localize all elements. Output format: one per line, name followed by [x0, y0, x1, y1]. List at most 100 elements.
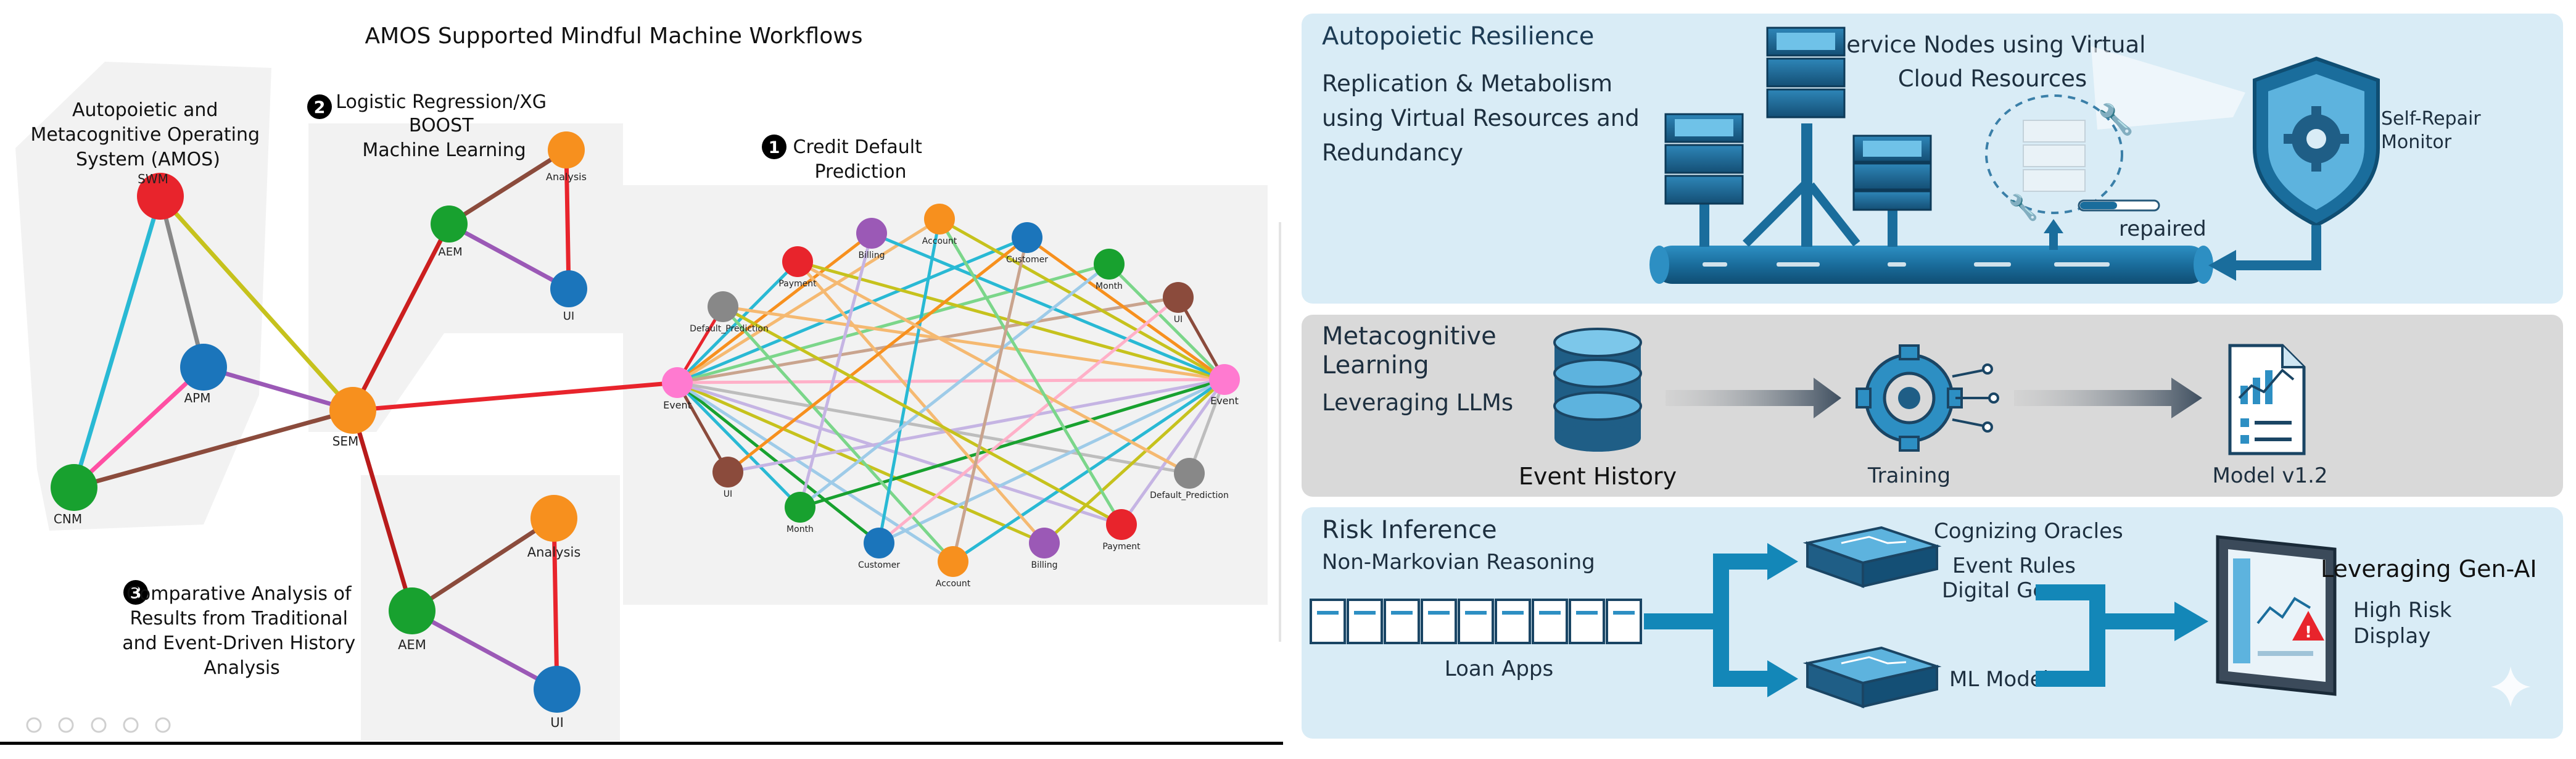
zoom-icon[interactable] [123, 717, 139, 733]
arrow-branch-up-head [1767, 543, 1798, 580]
panel-2-title-line-2: Learning [1322, 351, 1429, 380]
ring-edge [727, 236, 1028, 473]
server-unit [1852, 190, 1932, 211]
connector-branch-right [1807, 182, 1860, 247]
monitor-return-arrow [2230, 225, 2321, 270]
ring-node-customer-top-label: Customer [1006, 255, 1048, 265]
slide-toolbar[interactable] [26, 717, 171, 733]
data-pipe-left-cap [1649, 246, 1669, 284]
panel-autopoietic-resilience: Autopoietic Resilience Replication & Met… [1302, 14, 2563, 304]
loan-doc-line [1539, 611, 1561, 615]
sec2-label: Logistic Regression/XG BOOST Machine Lea… [336, 91, 552, 161]
amos-edges [72, 148, 678, 692]
ring-edge [878, 296, 1179, 544]
node-analysis-bot [530, 495, 577, 542]
database-top [1553, 328, 1642, 357]
node-ui-top [550, 270, 587, 307]
ring-node-default-prediction-top-label: Default_Prediction [690, 324, 769, 334]
data-pipe-right-cap [2194, 246, 2213, 284]
panel-1-subtitle-line-1: Replication & Metabolism [1322, 70, 1612, 97]
ring-node-billing-bottom-label: Billing [1031, 560, 1058, 570]
database-band-1 [1553, 359, 1642, 388]
model-text-row [2255, 421, 2292, 425]
loan-doc [1458, 599, 1494, 644]
event-history-label: Event History [1519, 463, 1677, 490]
ring-node-default-prediction-bottom [1174, 458, 1205, 489]
self-repair-label-line-1: Self-Repair [2381, 108, 2481, 130]
loan-doc-lines [1317, 611, 1635, 615]
ring-node-default-prediction-bottom-label: Default_Prediction [1150, 491, 1229, 500]
monitor-chart-line [2256, 597, 2311, 624]
circuit-lines [1952, 363, 1999, 433]
training-gear-tooth [1899, 344, 1920, 360]
data-pipe [1653, 246, 2208, 284]
training-gear-hub [1898, 387, 1920, 409]
ring-edge [938, 217, 1226, 381]
ring-edge [1176, 296, 1226, 381]
node-cnm [51, 464, 97, 511]
sec1-line-2: Prediction [814, 161, 906, 183]
panel-1-background [1302, 14, 2563, 304]
ring-edge [799, 378, 1225, 509]
arrow-branch-up [1713, 554, 1770, 621]
gear-tooth [2338, 134, 2349, 144]
ring-edge [1187, 379, 1226, 474]
node-sem-label: SEM [332, 434, 359, 449]
more-icon[interactable] [155, 717, 171, 733]
view-icon[interactable] [91, 717, 107, 733]
edge-cnm-sem [73, 408, 353, 490]
ring-edge [677, 381, 1190, 475]
loan-doc [1421, 599, 1457, 644]
ring-edge [676, 381, 1046, 545]
loan-doc [1569, 599, 1605, 644]
server-top-face [1863, 141, 1922, 157]
model-check-row [2240, 418, 2249, 427]
loan-documents [1310, 599, 1642, 644]
gen-ai-label: Leveraging Gen-AI [2321, 555, 2537, 583]
sec2-line-2: BOOST [409, 115, 474, 136]
service-nodes-label: Service Nodes using Virtual Cloud Resour… [1832, 31, 2153, 92]
panel-2-title: Metacognitive Learning [1322, 322, 1504, 380]
node-aem-top-label: AEM [438, 246, 462, 259]
panel-2-title-line-1: Metacognitive [1322, 322, 1496, 350]
loan-doc-line [1391, 611, 1413, 615]
panel-1-subtitle-line-2: using Virtual Resources and [1322, 105, 1640, 131]
shield-icon [2253, 56, 2380, 228]
sec3-line-4: Analysis [204, 657, 280, 679]
ring-node-payment-bottom-label: Payment [1102, 542, 1141, 552]
node-ui-bot-label: UI [550, 715, 564, 730]
edge-swm-apm [158, 196, 206, 368]
pen-icon[interactable] [58, 717, 74, 733]
ring-edge [799, 263, 1110, 508]
ghost-server-unit [2023, 144, 2086, 167]
badge-3: 3 [130, 584, 142, 603]
ring-node-customer-top [1012, 222, 1042, 253]
event-rules-line-1: Event Rules [1952, 554, 2076, 578]
database-bottom [1554, 425, 1641, 452]
service-nodes-label-line-2: Cloud Resources [1898, 65, 2087, 92]
ring-node-default-prediction-top [708, 291, 738, 322]
play-icon[interactable] [26, 717, 42, 733]
ring-edge [722, 305, 954, 563]
loan-doc-line [1428, 611, 1450, 615]
loan-doc [1495, 599, 1531, 644]
ring-node-ui-bottom-label: UI [724, 489, 732, 499]
loan-doc [1384, 599, 1420, 644]
amos-label-line-1: Autopoietic and [72, 99, 218, 121]
ring-node-payment-top-label: Payment [778, 279, 817, 289]
pipe-light [1777, 262, 1820, 267]
ring-edge [676, 381, 801, 508]
ring-node-customer-bottom [864, 528, 894, 558]
ml-model-label: ML Model [1949, 667, 2049, 692]
panel-1-title: Autopoietic Resilience [1322, 22, 1594, 51]
edge-apm-cnm [72, 365, 205, 489]
server-unit [1852, 162, 1932, 191]
loan-doc-line [1613, 611, 1635, 615]
wrench-icon: 🔧 [2097, 102, 2134, 137]
node-analysis-top [548, 131, 585, 168]
ring-node-account-top [924, 204, 955, 234]
node-aem-bot [389, 587, 436, 634]
arrow-branch-down [1713, 621, 1770, 687]
ring-node-month-top [1094, 249, 1125, 280]
connector-server-right [1888, 204, 1897, 247]
